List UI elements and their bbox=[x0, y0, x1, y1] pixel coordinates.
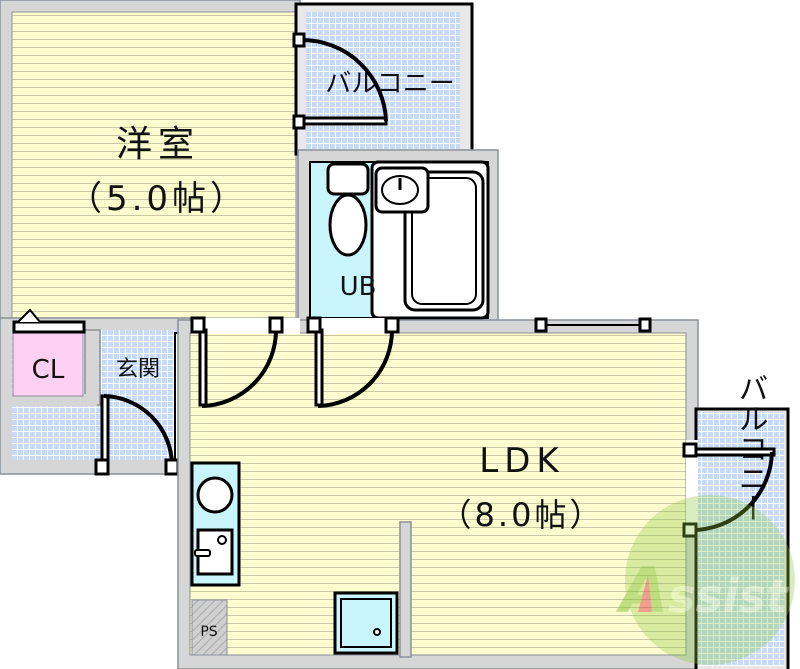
kitchen bbox=[190, 461, 241, 587]
svg-text:ssist: ssist bbox=[668, 569, 790, 623]
svg-text:A: A bbox=[615, 554, 668, 627]
pipe-space: PS bbox=[191, 599, 228, 656]
window-top[interactable] bbox=[534, 317, 652, 333]
western-room-door[interactable] bbox=[190, 316, 284, 408]
bathroom-door[interactable] bbox=[306, 316, 400, 408]
closet: CL bbox=[12, 308, 86, 397]
closet-label: CL bbox=[32, 355, 65, 385]
washing-machine-space bbox=[333, 591, 399, 655]
toilet-icon bbox=[326, 162, 370, 257]
balcony-top-door[interactable] bbox=[292, 32, 388, 130]
balcony-top-label: バルコニー bbox=[325, 69, 454, 99]
balcony-right: バルコニー bbox=[682, 373, 790, 669]
ldk-label: LDK bbox=[479, 441, 564, 481]
balcony-right-door[interactable] bbox=[682, 442, 776, 538]
entrance-label: 玄関 bbox=[116, 357, 160, 382]
stove-icon bbox=[196, 476, 234, 514]
unit-bath: UB bbox=[297, 149, 499, 331]
pipe-space-label: PS bbox=[200, 624, 217, 640]
western-room-label: 洋室 bbox=[116, 124, 200, 165]
unit-bath-label: UB bbox=[340, 272, 377, 302]
sink-icon bbox=[374, 166, 430, 214]
balcony-top: バルコニー bbox=[292, 2, 474, 156]
western-room: 洋室 （5.0帖） bbox=[0, 0, 301, 331]
ldk-size: （8.0帖） bbox=[440, 496, 605, 534]
assist-watermark-logo: A ssist bbox=[615, 495, 795, 665]
western-room-size: （5.0帖） bbox=[68, 179, 248, 219]
kitchen-sink-icon bbox=[194, 528, 234, 576]
entrance-door[interactable] bbox=[94, 394, 180, 476]
